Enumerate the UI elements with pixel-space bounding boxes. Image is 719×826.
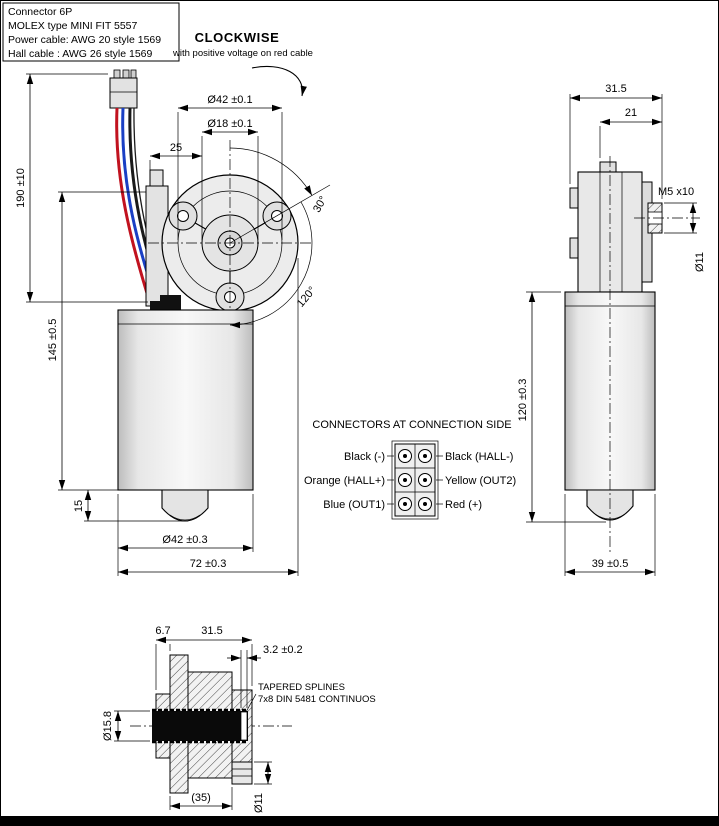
detail-dimensions: 6.7 31.5 3.2 ±0.2 TAPERED SPLINES 7x8 DI… (102, 625, 376, 813)
rotation-title: CLOCKWISE (195, 30, 280, 45)
pinout-title: CONNECTORS AT CONNECTION SIDE (312, 419, 511, 431)
spline-groove (240, 711, 248, 741)
pin-label-red-pos: Red (+) (445, 499, 482, 511)
dim-side-length: 120 ±0.3 (517, 379, 529, 422)
pin-label-yellow-out2: Yellow (OUT2) (445, 475, 516, 487)
end-pin (231, 761, 253, 785)
info-line-3: Power cable: AWG 20 style 1569 (8, 34, 161, 46)
dim-groove-width: 3.2 ±0.2 (263, 644, 303, 656)
dim-body-length: 145 ±0.5 (47, 319, 59, 362)
gearbox-ear (569, 187, 579, 209)
conduit-tab (149, 169, 164, 188)
info-line-1: Connector 6P (8, 6, 72, 18)
spline-note-line2: 7x8 DIN 5481 CONTINUOS (258, 694, 376, 705)
front-dimensions: Ø42 ±0.1 Ø18 ±0.1 25 190 ±10 145 ±0.5 15… (15, 73, 331, 576)
spline-section (152, 711, 248, 741)
motor-body-front (117, 309, 254, 491)
dim-overall-width: 72 ±0.3 (190, 558, 227, 570)
shaft-detail-view (130, 654, 292, 794)
cable-connector (109, 69, 138, 109)
dim-offset-25: 25 (170, 142, 182, 154)
pin-label-black-hall: Black (HALL-) (445, 451, 513, 463)
rear-boss-front (161, 489, 209, 522)
dim-cable-length: 190 ±10 (15, 168, 27, 208)
info-box: Connector 6P MOLEX type MINI FIT 5557 Po… (2, 2, 180, 62)
dim-hub-length: 31.5 (201, 625, 222, 637)
clockwise-arrow (251, 66, 307, 97)
pin-label-black-neg: Black (-) (344, 451, 385, 463)
connector-pinout: CONNECTORS AT CONNECTION SIDE Black (-) … (304, 419, 516, 520)
dim-side-width: 31.5 (605, 83, 626, 95)
connector-pins (398, 449, 432, 511)
dim-pin-dia: Ø11 (253, 793, 265, 813)
rotation-note: CLOCKWISE with positive voltage on red c… (172, 30, 313, 97)
side-dimensions: 31.5 21 M5 x10 Ø11 120 ±0.3 39 ±0.5 (517, 83, 706, 576)
gearbox-ear (569, 237, 579, 259)
dim-hub-dia: Ø18 ±0.1 (207, 118, 252, 130)
rotation-subtitle: with positive voltage on red cable (172, 48, 313, 59)
dim-flange-dia: Ø42 ±0.1 (207, 94, 252, 106)
thread-callout: M5 x10 (658, 186, 694, 198)
dim-ref-length: (35) (191, 792, 211, 804)
dim-boss-length: 15 (73, 500, 85, 512)
dim-flange-thickness: 6.7 (155, 625, 170, 637)
pin-label-orange-hall: Orange (HALL+) (304, 475, 385, 487)
dim-side-offset: 21 (625, 107, 637, 119)
dim-body-dia: Ø42 ±0.3 (162, 534, 207, 546)
dim-spline-dia: Ø15.8 (102, 711, 114, 741)
gearbox-top-tab (599, 161, 617, 173)
title-block-bar (1, 816, 718, 825)
pin-label-blue-out1: Blue (OUT1) (323, 499, 385, 511)
wire-red (115, 107, 152, 304)
side-view (564, 156, 700, 552)
mounting-hole (177, 210, 189, 222)
info-line-4: Hall cable : AWG 26 style 1569 (8, 48, 153, 60)
info-box-frame (2, 2, 180, 62)
dim-side-dia: 39 ±0.5 (592, 558, 629, 570)
info-line-2: MOLEX type MINI FIT 5557 (8, 20, 138, 32)
spline-note-line1: TAPERED SPLINES (258, 682, 345, 693)
dim-boss-dia: Ø11 (694, 252, 706, 272)
cable-grommet (150, 295, 181, 310)
